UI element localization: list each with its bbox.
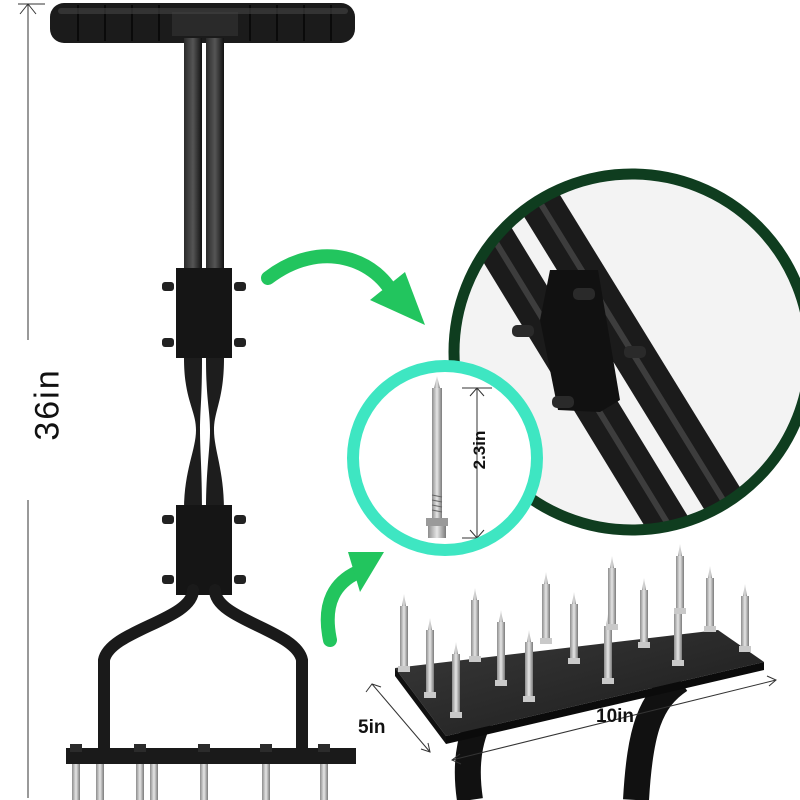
clamp-bracket-upper bbox=[162, 268, 246, 358]
base-plate-front bbox=[66, 744, 356, 800]
spiked-base-plate bbox=[395, 544, 764, 800]
curved-arrow-icon bbox=[320, 552, 384, 647]
handle-grip bbox=[50, 3, 355, 43]
spike-length-label: 2.3in bbox=[470, 430, 489, 470]
height-label: 36in bbox=[28, 368, 67, 441]
plate-dimension-lines bbox=[365, 675, 777, 765]
plate-width-label: 5in bbox=[358, 717, 386, 738]
curved-arrow-icon bbox=[261, 249, 425, 325]
clamp-bracket-lower bbox=[162, 505, 246, 595]
height-dimension-line bbox=[18, 3, 45, 798]
zoom-detail-spike bbox=[347, 360, 543, 556]
plate-length-label: 10in bbox=[596, 706, 635, 727]
fork-legs bbox=[98, 584, 308, 756]
